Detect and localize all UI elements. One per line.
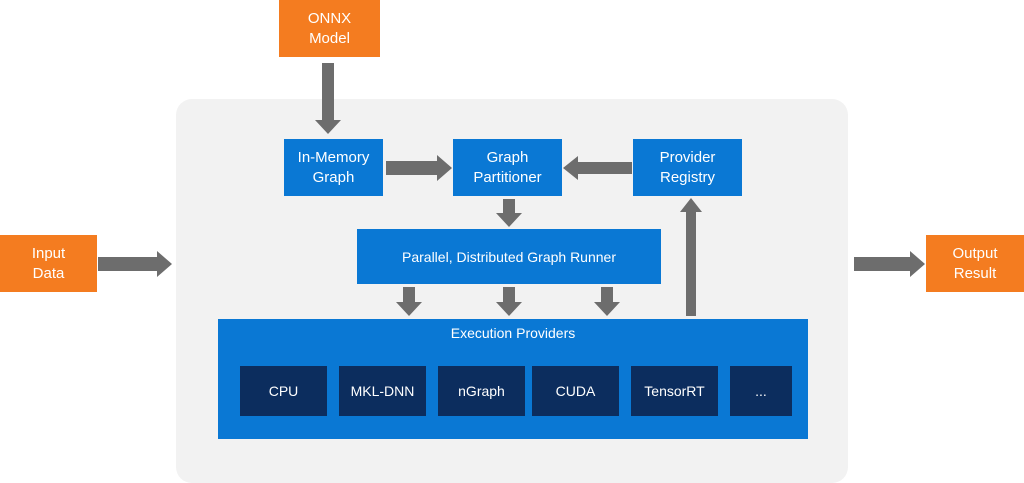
arrow-input-to-runtime: [98, 251, 172, 277]
provider-mkl-dnn: MKL-DNN: [339, 366, 426, 416]
provider-tensorrt: TensorRT: [631, 366, 718, 416]
arrow-runtime-to-output: [854, 251, 925, 277]
output-result-box: Output Result: [926, 235, 1024, 292]
execution-providers-title: Execution Providers: [450, 325, 576, 341]
provider-cuda: CUDA: [532, 366, 619, 416]
input-data-box: Input Data: [0, 235, 97, 292]
provider-registry-box: Provider Registry: [633, 139, 742, 196]
onnx-model-box: ONNX Model: [279, 0, 380, 57]
graph-runner-box: Parallel, Distributed Graph Runner: [357, 229, 661, 284]
in-memory-graph-box: In-Memory Graph: [284, 139, 383, 196]
provider-more: ...: [730, 366, 792, 416]
execution-provider-list: CPU MKL-DNN nGraph CUDA TensorRT ...: [240, 366, 792, 416]
provider-ngraph: nGraph: [438, 366, 525, 416]
execution-providers-panel: Execution Providers CPU MKL-DNN nGraph C…: [218, 319, 808, 439]
graph-partitioner-box: Graph Partitioner: [453, 139, 562, 196]
provider-cpu: CPU: [240, 366, 327, 416]
